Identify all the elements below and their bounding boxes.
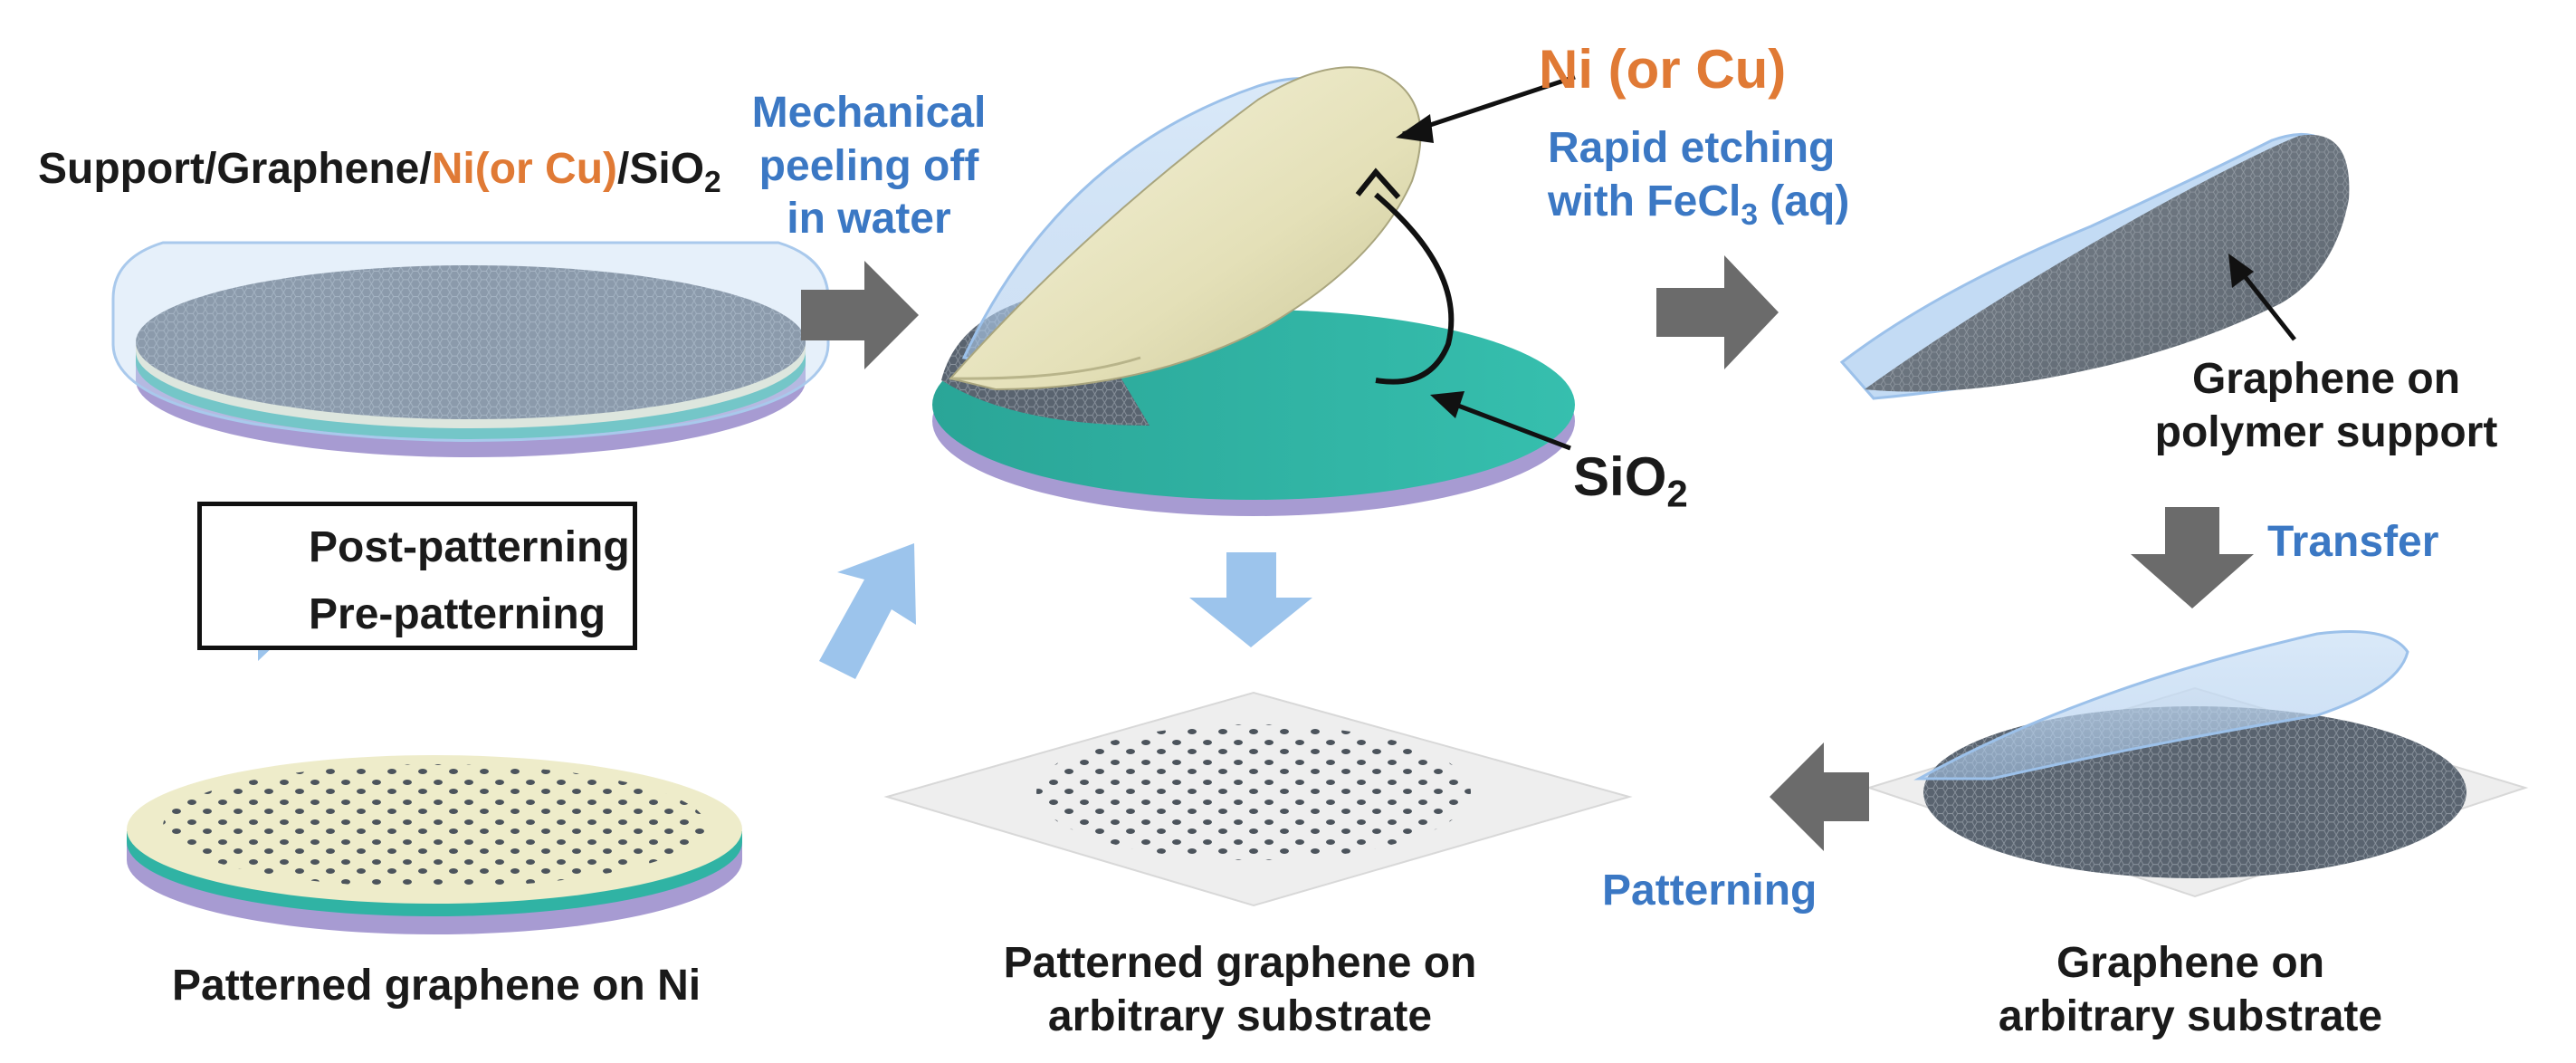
patterned-ni-prefix: Patterned graphene on [172,962,658,1010]
etch-subscript: 3 [1741,197,1759,232]
graphene-substrate [1865,630,2529,898]
stack-suffix: /SiO [617,145,705,193]
patterned-arbitrary-label: Patterned graphene on arbitrary substrat… [941,937,1539,1043]
stack-metal: Ni(or Cu) [431,145,617,193]
peel-line-2: peeling off [758,141,979,190]
sio2-callout-arrow [1438,396,1571,451]
patterned-substrate [883,691,1633,907]
pre-arrow-diagonal [819,543,916,679]
graphene-polymer-line-2: polymer support [2154,407,2498,456]
post-arrow-2 [1656,255,1779,369]
sio2-text: SiO [1573,446,1667,507]
graphene-arbitrary-line-1: Graphene on [2056,939,2325,987]
etch-text: with FeCl [1548,177,1741,225]
patterning-label: Patterning [1602,867,1818,915]
wafer-peeling [932,66,1575,516]
patterned-ni-label: Patterned graphene on Ni [172,960,701,1013]
graphene-arbitrary-line-2: arbitrary substrate [1998,991,2383,1040]
legend-pre-label: Pre-patterning [309,590,606,638]
peel-line-1: Mechanical [751,89,987,137]
stack-label: Support/Graphene/Ni(or Cu)/SiO2 [38,143,721,200]
graphene-polymer-label: Graphene on polymer support [2145,353,2507,459]
post-arrow-1 [801,261,919,369]
pre-arrow-down [1189,552,1312,647]
etch-line-1: Rapid etching [1548,124,1836,172]
stack-subscript: 2 [704,166,721,200]
graphene-polymer-line-1: Graphene on [2191,355,2461,403]
patterning-arrow [1770,742,1869,851]
ni-callout-label: Ni (or Cu) [1539,39,1787,100]
patterned-arbitrary-line-1: Patterned graphene on [1003,939,1477,987]
legend: Post-patterning Pre-patterning [197,502,637,650]
legend-post-label: Post-patterning [309,523,630,571]
graphene-arbitrary-label: Graphene on arbitrary substrate [1937,937,2444,1043]
transfer-label: Transfer [2267,518,2439,566]
sio2-subscript: 2 [1666,472,1688,515]
patterned-arbitrary-line-2: arbitrary substrate [1047,991,1433,1040]
etch-line-2: with FeCl3 (aq) [1548,176,1850,232]
peel-label: Mechanical peeling off in water [724,87,1014,246]
ni-callout-arrow [1402,74,1576,137]
stack-prefix: Support/Graphene/ [38,145,432,193]
sio2-callout-label: SiO2 [1573,444,1688,512]
etch-text-end: (aq) [1758,177,1850,225]
transfer-arrow [2131,507,2254,608]
patterned-ni-wafer [127,755,742,934]
etch-label: Rapid etching with FeCl3 (aq) [1548,122,1850,232]
patterned-ni-metal: Ni [657,962,701,1010]
wafer-stack [111,241,830,457]
peel-line-3: in water [787,195,951,244]
graphene-polymer-sheet [1839,132,2350,400]
rotation-arrow [1374,192,1455,385]
